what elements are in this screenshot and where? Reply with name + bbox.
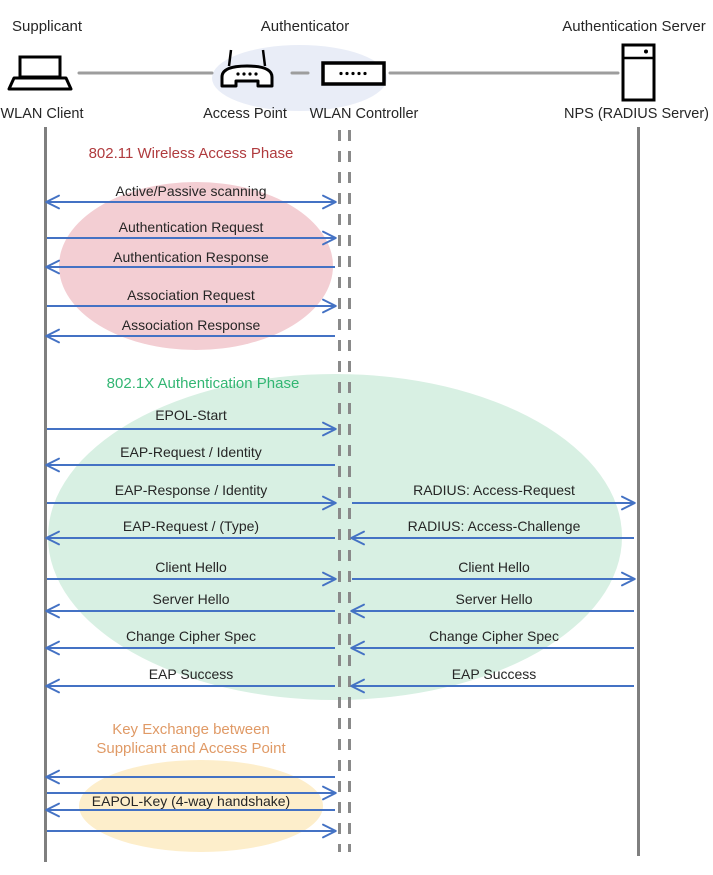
message-label-epol-start: EPOL-Start [155,407,227,423]
message-label-authentication-request: Authentication Request [118,219,264,235]
message-label-eap-request-identity: EAP-Request / Identity [120,444,262,460]
message-label-authentication-response: Authentication Response [113,249,269,265]
device-label-access-point: Access Point [203,106,287,122]
message-label-eap-request-type: EAP-Request / (Type) [122,518,260,534]
phase3-title-line2: Supplicant and Access Point [96,740,286,757]
role-label-authentication-server: Authentication Server [562,18,706,35]
message-label-server-hello-right: Server Hello [455,591,533,607]
message-label-radius-access-request: RADIUS: Access-Request [413,482,575,498]
wlan-controller-icon [321,61,386,86]
message-label-radius-access-challenge: RADIUS: Access-Challenge [407,518,581,534]
role-label-authenticator: Authenticator [260,18,350,35]
message-label-eap-response-identity: EAP-Response / Identity [114,482,268,498]
message-label-eap-success-right: EAP Success [451,666,537,682]
access-point-icon [220,49,274,88]
phase2-title: 802.1X Authentication Phase [106,375,300,392]
phase1-title: 802.11 Wireless Access Phase [88,145,294,162]
message-label-change-cipher-spec-left: Change Cipher Spec [126,628,256,644]
message-label-change-cipher-spec-right: Change Cipher Spec [429,628,559,644]
server-icon [621,43,656,102]
message-label-server-hello-left: Server Hello [152,591,230,607]
device-label-wlan-controller: WLAN Controller [309,106,419,122]
phase3-title-line1: Key Exchange between [112,721,270,738]
device-label-wlan-client: WLAN Client [0,106,84,122]
role-label-supplicant: Supplicant [12,18,83,35]
message-label-eap-success-left: EAP Success [148,666,234,682]
message-label-client-hello-right: Client Hello [458,559,530,575]
message-label-association-response: Association Response [121,317,261,333]
phase3-ellipse [79,760,323,852]
message-label-active-passive-scanning: Active/Passive scanning [115,183,267,199]
device-label-radius-server: NPS (RADIUS Server) [563,106,710,122]
message-label-association-request: Association Request [127,287,255,303]
message-label-client-hello-left: Client Hello [155,559,227,575]
message-label-eapol-key: EAPOL-Key (4-way handshake) [91,793,291,809]
laptop-icon [7,55,73,91]
